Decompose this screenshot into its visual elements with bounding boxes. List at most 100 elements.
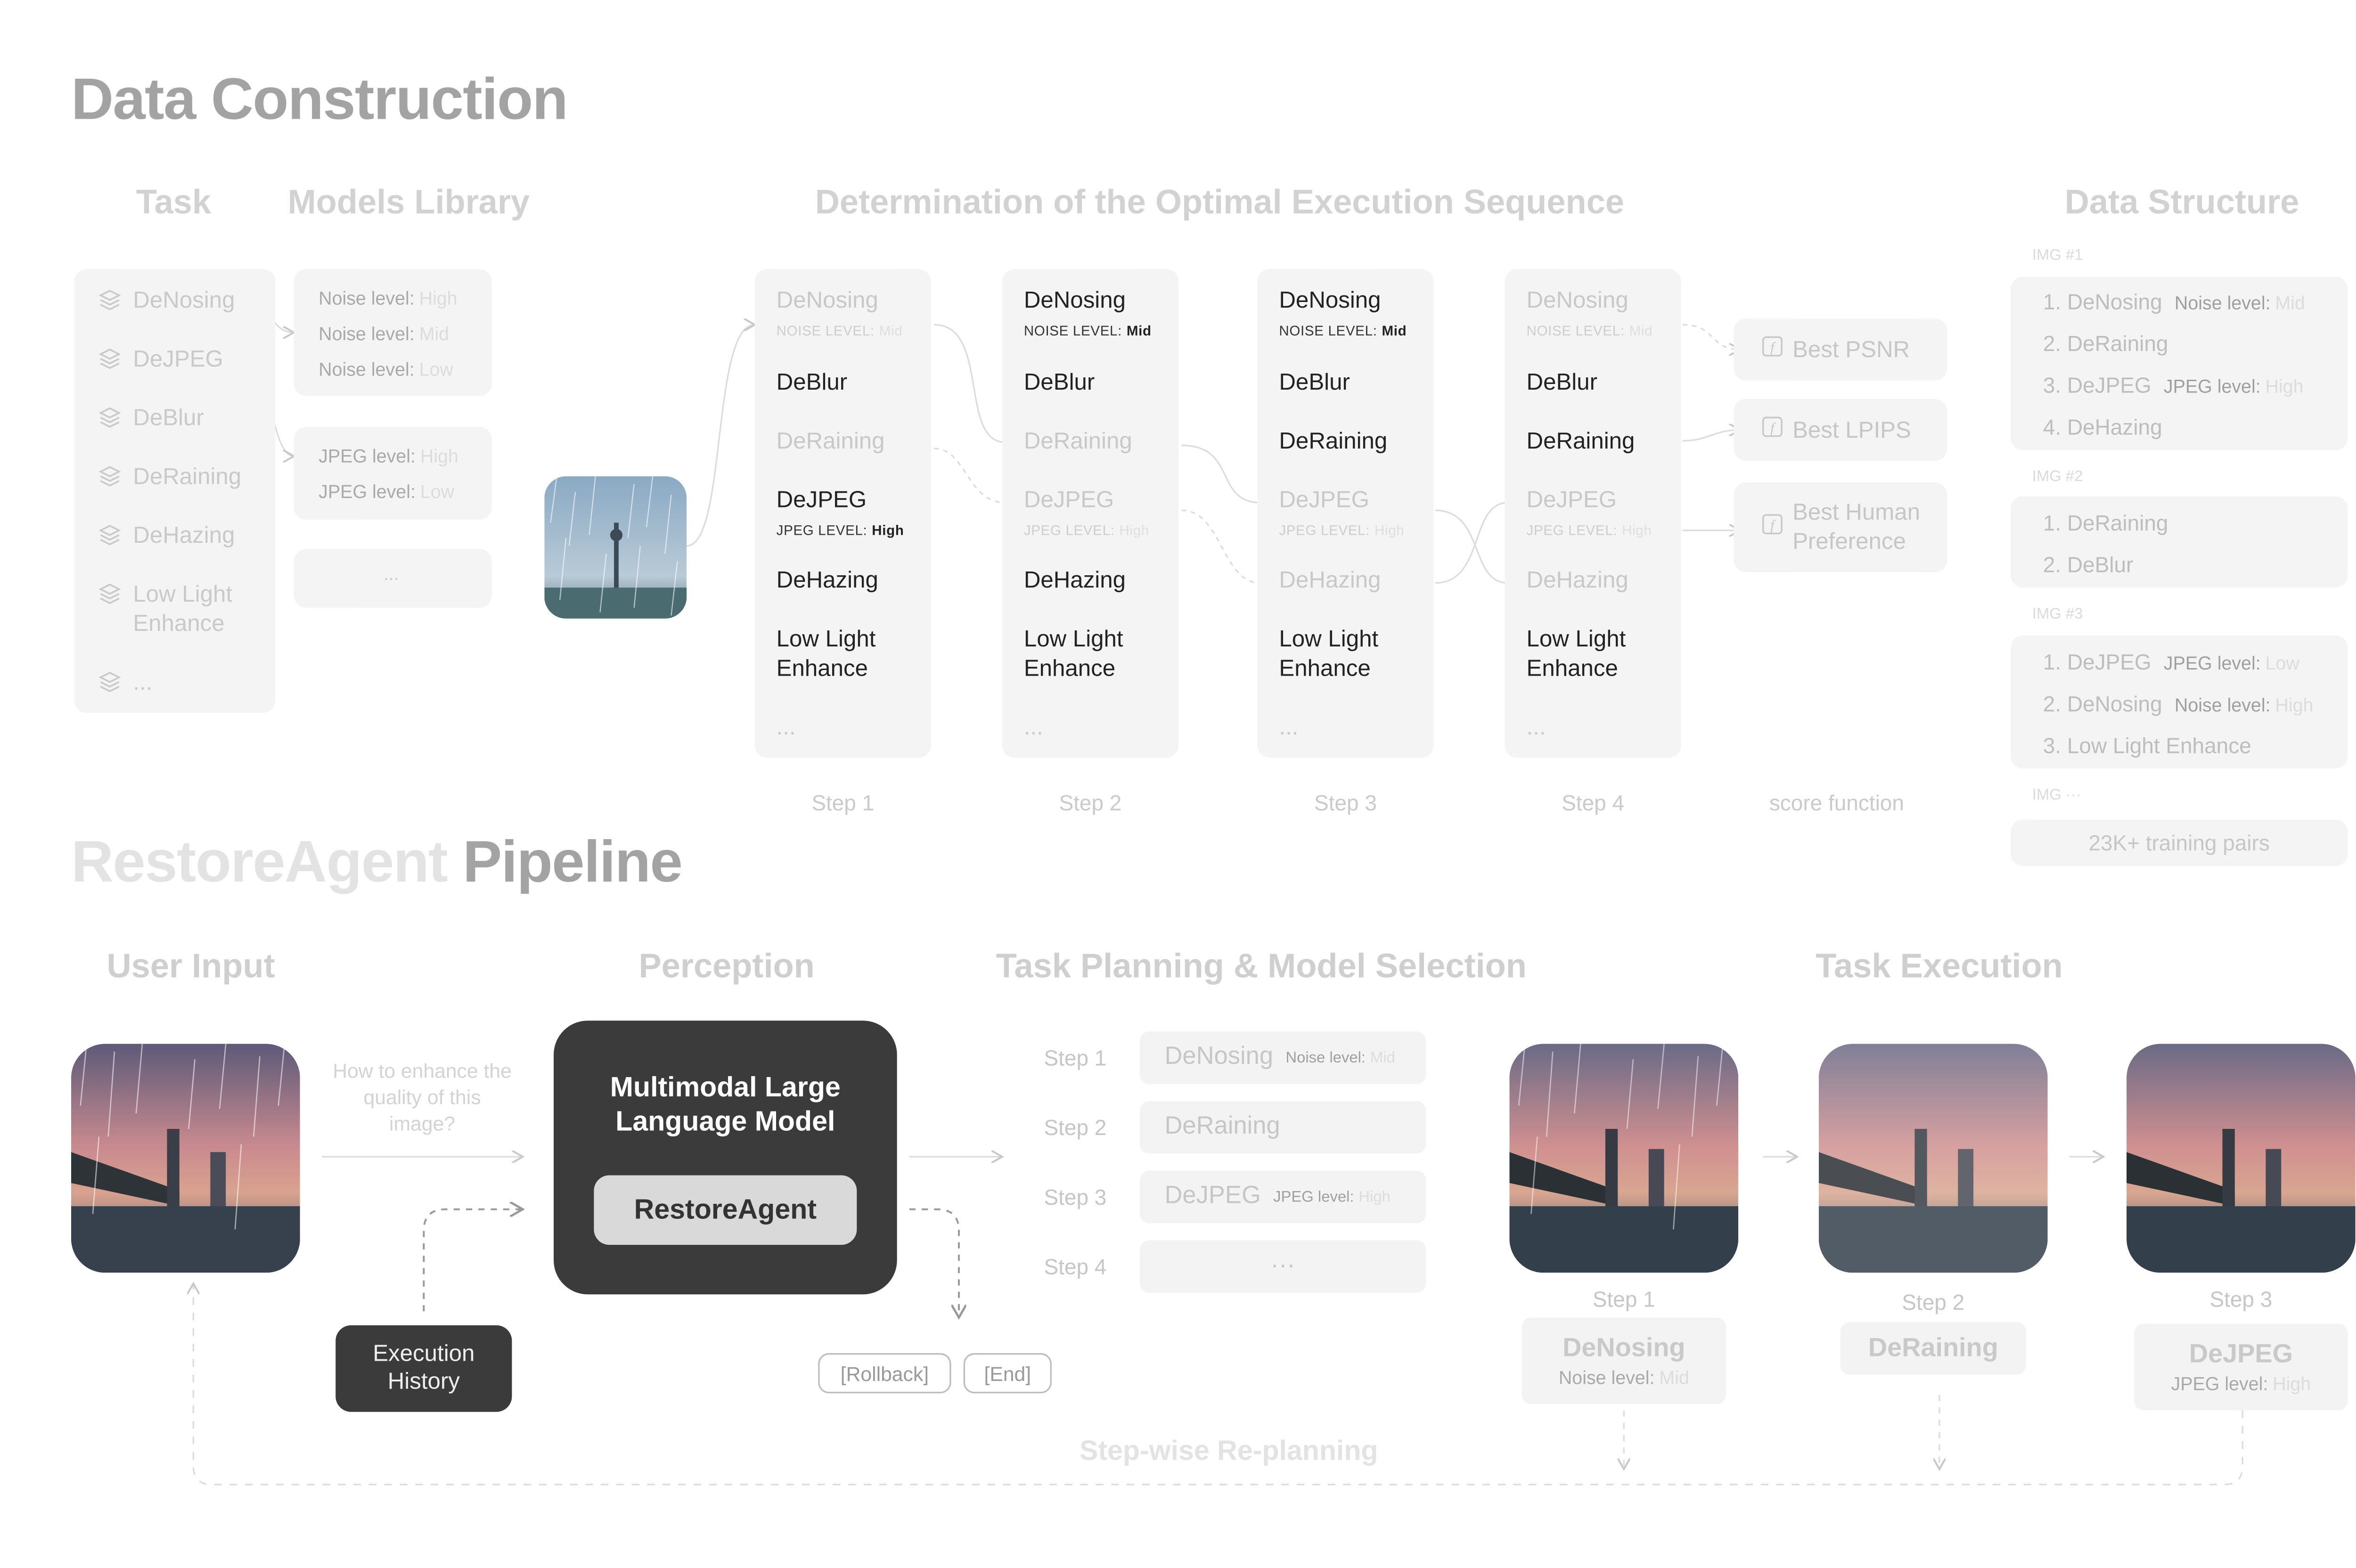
step-task-level: NOISE LEVEL:Mid: [777, 317, 925, 346]
step-task-name: DeJPEG: [1279, 487, 1369, 514]
plan-step-label: Step 2: [1044, 1115, 1107, 1140]
step-task-name: DeJPEG: [1526, 487, 1617, 514]
task-panel: [74, 269, 276, 713]
task-item: DeBlur: [98, 404, 204, 436]
task-label: DeBlur: [133, 405, 204, 432]
step-column-panel: [1505, 269, 1681, 758]
plan-task-name: ···: [1270, 1252, 1295, 1279]
score-label: Best LPIPS: [1792, 416, 1911, 443]
svg-text:f: f: [1770, 420, 1776, 435]
step-task-name: DeRaining: [1526, 428, 1635, 455]
ds-item-text: 2. DeRaining: [2043, 331, 2168, 356]
rollback-token: [Rollback]: [818, 1353, 951, 1394]
task-item: ...: [98, 668, 152, 701]
ds-level-label: JPEG level:: [2163, 653, 2261, 675]
step-task-item: DeRaining: [1279, 427, 1427, 456]
plan-step-label: Step 3: [1044, 1184, 1107, 1209]
step-column-panel: [1257, 269, 1434, 758]
execution-task-name: DeJPEG: [2189, 1339, 2293, 1369]
plan-task-box: DeRaining: [1139, 1101, 1426, 1154]
score-item: f Best LPIPS: [1734, 399, 1947, 461]
ds-item-text: 1. DeNosing: [2043, 289, 2162, 314]
step-task-item: DeBlur: [1279, 368, 1427, 397]
step-task-name: Low Light Enhance: [1023, 626, 1123, 682]
level-label: NOISE LEVEL:: [1023, 323, 1122, 339]
step-task-level: JPEG LEVEL:High: [1024, 516, 1172, 546]
ds-item: 4. DeHazing: [2043, 415, 2162, 440]
step-task-name: DeRaining: [1023, 428, 1132, 455]
step-column-panel: [1002, 269, 1179, 758]
step-task-item: DeHazing: [777, 566, 925, 595]
step-task-item: ...: [1279, 713, 1427, 742]
level-label: JPEG LEVEL:: [1279, 523, 1370, 539]
step-task-item: DeRaining: [777, 427, 925, 456]
jpeg-model-panel: [294, 426, 492, 520]
step-task-item: Low Light Enhance: [1279, 625, 1427, 684]
ds-item: 2. DeRaining: [2043, 331, 2168, 356]
jpeg-level-label: JPEG level:: [319, 481, 416, 503]
jpeg-level-value: Low: [420, 481, 455, 503]
level-value: Mid: [879, 323, 903, 339]
execution-task-level: Noise level:Mid: [1559, 1367, 1689, 1388]
plan-task-name: DeJPEG: [1164, 1183, 1261, 1209]
task-item: DeRaining: [98, 462, 241, 495]
step-task-name: Low Light Enhance: [1526, 626, 1626, 682]
step-task-item: ...: [1024, 713, 1172, 742]
step-task-item: DeBlur: [1024, 368, 1172, 397]
task-label: DeHazing: [133, 523, 235, 549]
level-label: JPEG LEVEL:: [776, 523, 867, 539]
plan-level-label: JPEG level:: [1273, 1188, 1354, 1206]
step-task-name: DeBlur: [776, 369, 848, 396]
ds-item-text: 3. DeJPEG: [2043, 373, 2151, 398]
noise-model-item: Noise level:Low: [319, 359, 453, 380]
level-value: High: [1374, 523, 1405, 539]
optimal-sequence-header: Determination of the Optimal Execution S…: [815, 182, 1624, 221]
ds-level-label: JPEG level:: [2163, 376, 2261, 398]
layers-icon: [98, 466, 121, 495]
level-label: JPEG LEVEL:: [1023, 523, 1115, 539]
task-planning-header: Task Planning & Model Selection: [996, 946, 1527, 985]
step-task-name: ...: [1023, 714, 1043, 741]
layers-icon: [98, 407, 121, 436]
step-task-item: DeJPEG JPEG LEVEL:High: [1279, 486, 1427, 546]
user-input-image: [71, 1044, 300, 1273]
step-task-name: DeNosing: [1526, 287, 1628, 314]
execution-step-image: [1509, 1044, 1739, 1273]
plan-task-box: ···: [1139, 1240, 1426, 1293]
level-value: High: [1622, 523, 1652, 539]
noise-level-label: Noise level:: [319, 359, 415, 381]
user-input-header: User Input: [106, 946, 275, 985]
execution-step-image: [1818, 1044, 2048, 1273]
task-item: Low Light Enhance: [98, 580, 257, 639]
score-function-label: score function: [1769, 790, 1904, 815]
task-label: DeNosing: [133, 287, 235, 314]
ds-panel: [2010, 496, 2348, 588]
step-task-item: DeHazing: [1279, 566, 1427, 595]
plan-step-label: Step 1: [1044, 1045, 1107, 1070]
execution-history-label: Execution History: [373, 1340, 475, 1395]
mllm-box: [554, 1021, 897, 1295]
data-construction-title: Data Construction: [71, 68, 568, 133]
step-task-name: DeJPEG: [776, 487, 867, 514]
step-label: Step 2: [1059, 790, 1122, 815]
restore-agent-button[interactable]: RestoreAgent: [594, 1175, 857, 1245]
execution-task-name: DeNosing: [1562, 1333, 1685, 1363]
function-icon: f: [1761, 415, 1783, 444]
ds-level-value: Low: [2265, 653, 2299, 675]
step-task-item: ...: [777, 713, 925, 742]
step-task-name: Low Light Enhance: [776, 626, 876, 682]
level-label: NOISE LEVEL:: [776, 323, 875, 339]
perception-header: Perception: [638, 946, 815, 985]
ds-item: 2. DeBlur: [2043, 552, 2134, 577]
noise-model-panel: [294, 269, 492, 396]
step-task-name: ...: [776, 714, 796, 741]
step-task-item: DeRaining: [1527, 427, 1675, 456]
task-item: DeHazing: [98, 521, 235, 554]
pipeline-word: Pipeline: [447, 830, 683, 896]
